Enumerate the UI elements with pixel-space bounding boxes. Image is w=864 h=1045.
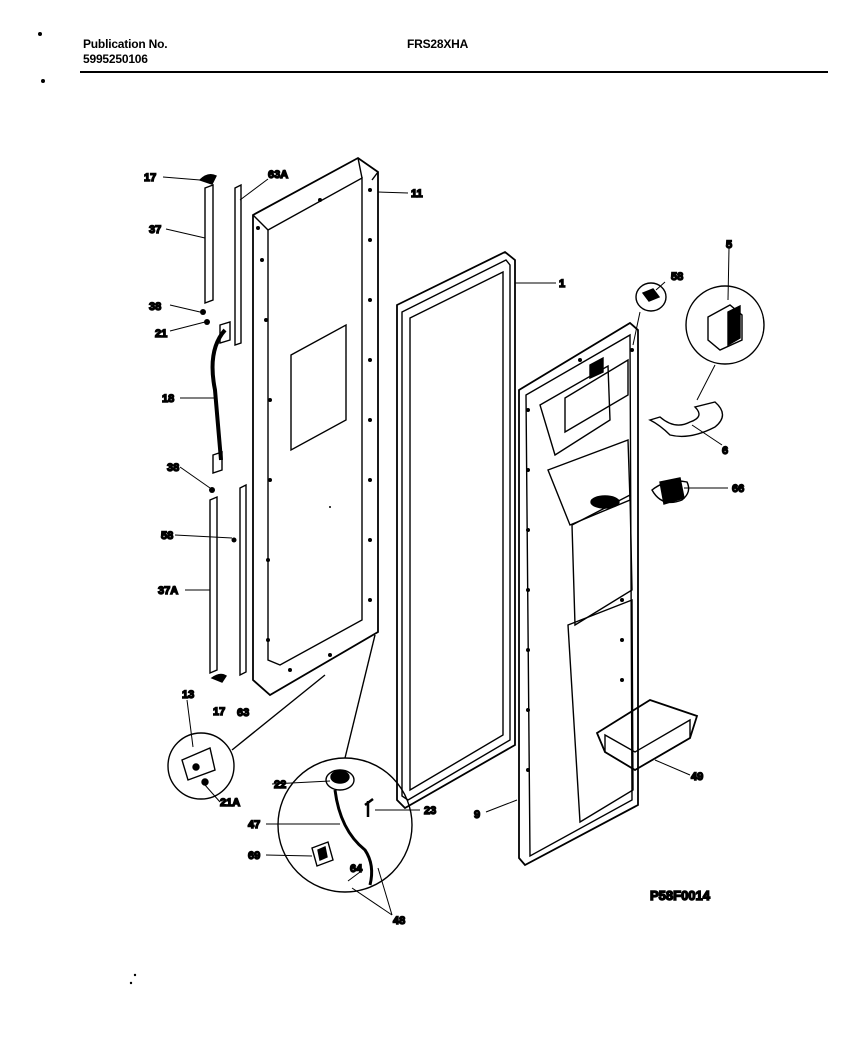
diagram-code: P58F0014	[650, 888, 711, 903]
door-handle	[210, 321, 231, 474]
callout: 48	[393, 915, 405, 927]
callout: 21A	[220, 797, 240, 809]
callout: 37A	[158, 585, 178, 597]
publication-label: Publication No.	[83, 37, 168, 51]
door-outer-panel	[252, 156, 379, 697]
trim-strip-upper	[198, 173, 242, 346]
callout: 63	[237, 707, 249, 719]
callout: 38	[167, 462, 179, 474]
callout: 1	[559, 278, 565, 290]
callout: 64	[350, 863, 363, 875]
callout: 69	[248, 850, 260, 862]
publication-number: 5995250106	[83, 52, 148, 66]
callout: 18	[162, 393, 174, 405]
model-number: FRS28XHA	[407, 37, 469, 51]
callout: 66	[732, 483, 744, 495]
callout: 5	[726, 239, 732, 251]
door-bin	[595, 699, 699, 772]
ice-chute-parts	[635, 282, 765, 505]
callout: 21	[155, 328, 167, 340]
callout: 6	[722, 445, 728, 457]
callout: 9	[474, 809, 480, 821]
wiring-inset	[277, 634, 413, 893]
screws	[200, 309, 237, 543]
callout: 49	[691, 771, 703, 783]
callout: 63A	[268, 169, 288, 181]
callout: 37	[149, 224, 161, 236]
callout: 13	[182, 689, 194, 701]
door-liner	[518, 321, 639, 867]
callout-labels: 17 63A 11 37 1 58 5 38 21 18 6 38 66 58 …	[143, 168, 745, 927]
scan-mark	[41, 79, 45, 83]
callout: 22	[274, 779, 286, 791]
scan-mark	[38, 32, 42, 36]
scan-specks	[129, 506, 331, 985]
trim-strip-lower	[209, 483, 247, 683]
callout: 23	[424, 805, 436, 817]
callout: 11	[411, 188, 423, 200]
callout: 17	[213, 706, 225, 718]
callout: 58	[161, 530, 173, 542]
callout: 17	[144, 172, 156, 184]
callout: 38	[149, 301, 161, 313]
callout: 58	[671, 271, 683, 283]
callout: 47	[248, 819, 260, 831]
door-gasket	[396, 250, 516, 810]
header-rule	[80, 71, 828, 73]
leader-lines	[162, 176, 730, 916]
